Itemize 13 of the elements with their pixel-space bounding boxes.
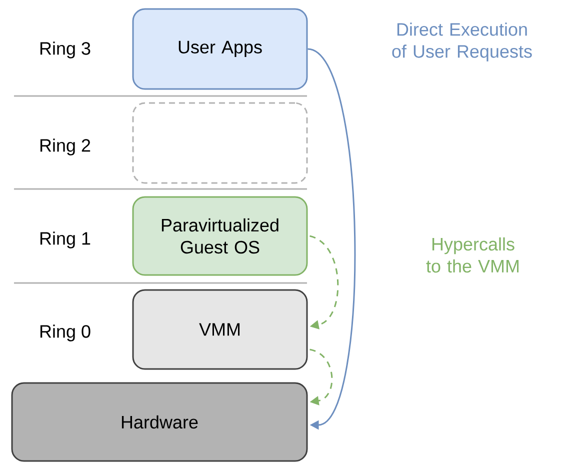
edge-label: Direct Execution of User Requests [392, 22, 532, 62]
process-box: User Apps [132, 8, 308, 90]
arrow [309, 235, 339, 330]
edge-label: Hypercalls to the VMM [426, 237, 519, 273]
process-box: VMM [132, 289, 308, 370]
arrow [310, 348, 333, 406]
ring-label: Ring 3 [40, 42, 90, 58]
process-box: Hardware [11, 382, 308, 462]
placeholder-box [132, 102, 308, 184]
ring-label: Ring 0 [40, 324, 90, 342]
ring-label: Ring 2 [40, 138, 90, 156]
ring-label: Ring 1 [40, 232, 90, 248]
process-box: Paravirtualized Guest OS [132, 196, 308, 276]
